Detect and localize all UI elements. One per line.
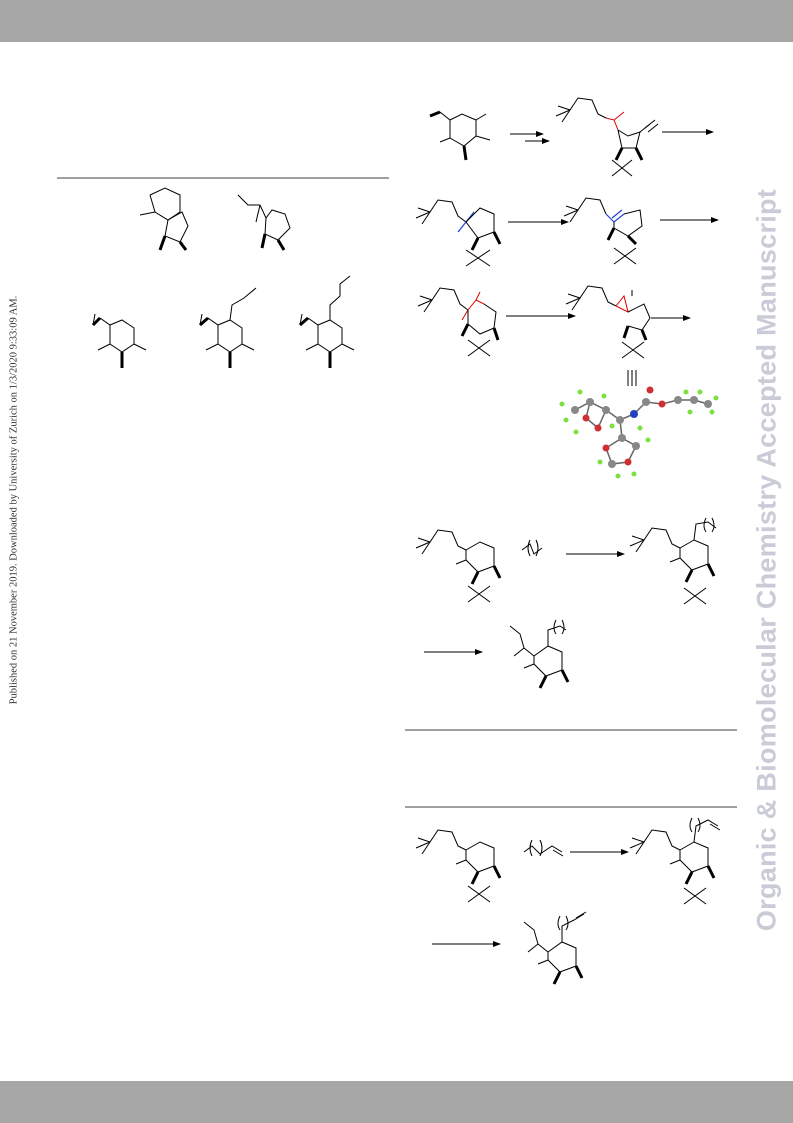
piperidine-1 [91,313,147,368]
spiro-compound [139,187,189,251]
alkyl-reagent [521,539,543,557]
n-alkyl-pyrrolidine-final [509,619,570,689]
piperidine-2 [199,287,257,368]
piperidine-3 [299,275,355,368]
n-protected-pyrrolidine [565,285,651,359]
pyrrolidine-precursor [417,287,500,357]
chiral-pool-start [429,110,491,161]
bis-acetonide-pyrrolidine-2 [415,829,502,903]
n-alkenyl-pyrrolidine-final [523,911,587,985]
imine-intermediate [563,197,643,265]
alkenyl-reagent [523,839,564,857]
figure-divider-right-2 [405,806,737,808]
n-alkyl-pyrrolidine-protected [629,517,717,605]
xray-crystal-structure [559,370,719,479]
figure-divider-right-1 [405,729,737,731]
bicyclic-compound [237,194,291,251]
header-bar [0,0,793,42]
footer-bar [0,1081,793,1123]
n-alkenyl-pyrrolidine-protected [629,817,721,905]
figure-divider-left [57,177,389,179]
bis-acetonide-pyrrolidine [415,529,502,603]
alkyne-intermediate [555,97,659,177]
tertiary-alcohol-intermediate [415,199,502,267]
